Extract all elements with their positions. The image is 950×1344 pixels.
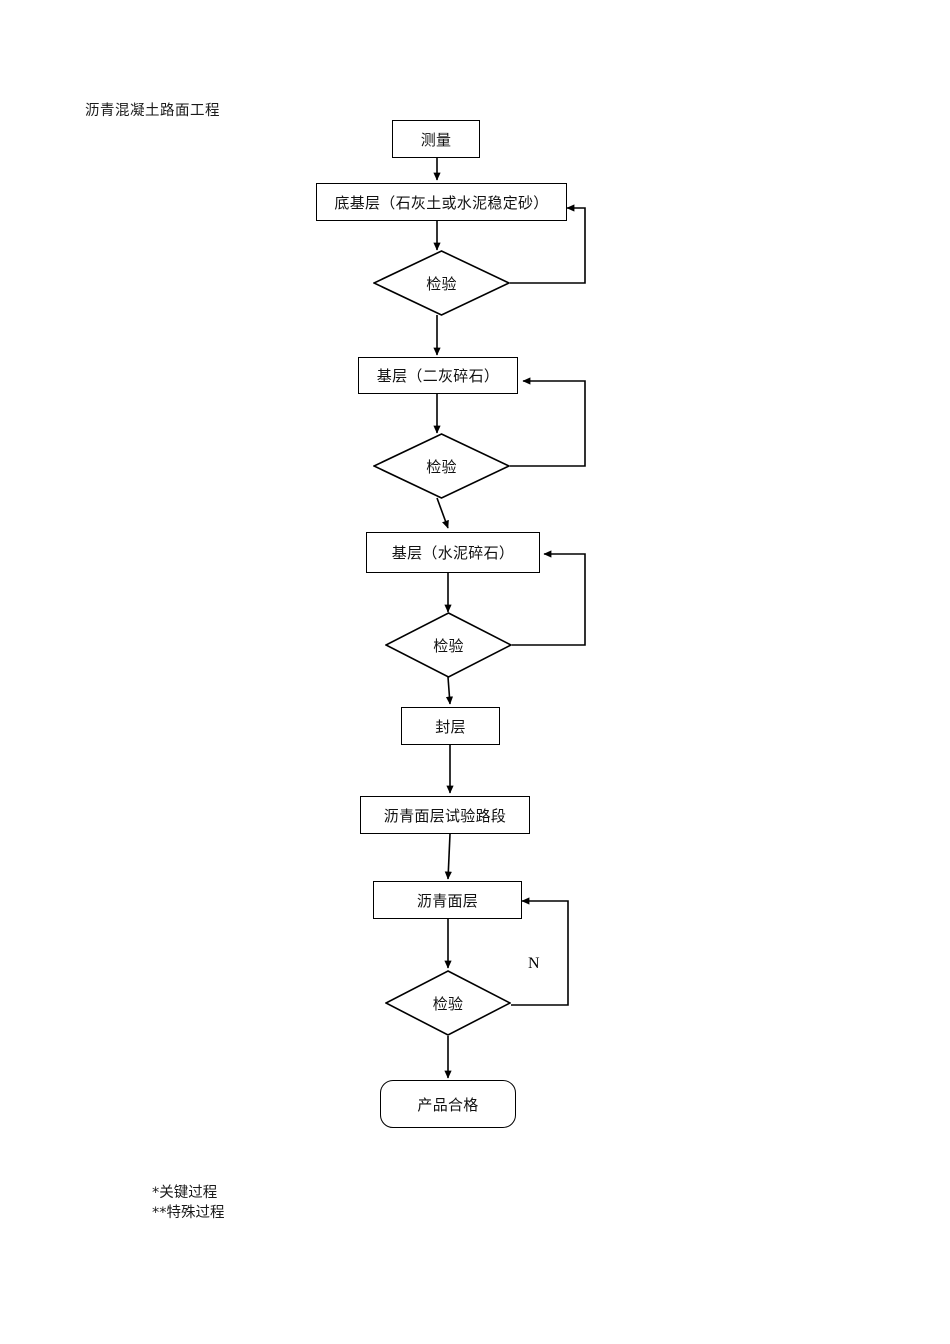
node-seal-coat-label: 封层 [435,717,466,736]
node-inspect-1[interactable]: 检验 [373,250,510,316]
node-inspect-3[interactable]: 检验 [385,612,512,678]
diamond-shape [373,250,510,316]
node-product-ok-label: 产品合格 [417,1095,479,1114]
node-inspect-4[interactable]: 检验 [385,970,511,1036]
node-product-ok[interactable]: 产品合格 [380,1080,516,1128]
page-title: 沥青混凝土路面工程 [85,103,220,119]
node-trial-section-label: 沥青面层试验路段 [383,806,507,825]
node-measure-label: 测量 [420,130,452,149]
node-inspect-1-label: 检验 [426,274,457,293]
node-asphalt-course[interactable]: 沥青面层 [373,881,522,919]
node-base-cement-label: 基层（水泥碎石） [391,544,515,562]
diamond-shape [373,433,510,499]
node-measure[interactable]: 测量 [392,120,480,158]
footnotes: *关键过程 **特殊过程 [152,1184,225,1223]
node-subbase[interactable]: 底基层（石灰土或水泥稳定砂） [316,183,567,221]
node-inspect-2[interactable]: 检验 [373,433,510,499]
edge-label-rework-n: N [528,955,540,972]
node-inspect-3-label: 检验 [433,636,464,655]
footnote-key-process: *关键过程 [152,1185,218,1201]
node-base-cement[interactable]: 基层（水泥碎石） [366,532,540,573]
node-inspect-4-label: 检验 [432,994,464,1013]
diamond-shape [385,970,511,1036]
footnote-special-process: **特殊过程 [152,1204,225,1221]
node-subbase-label: 底基层（石灰土或水泥稳定砂） [334,193,549,212]
node-asphalt-course-label: 沥青面层 [416,891,479,910]
node-base-lime-label: 基层（二灰碎石） [376,367,500,385]
node-trial-section[interactable]: 沥青面层试验路段 [360,796,530,834]
diamond-shape [385,612,512,678]
node-seal-coat[interactable]: 封层 [401,707,500,745]
node-inspect-2-label: 检验 [426,457,457,476]
node-base-lime[interactable]: 基层（二灰碎石） [358,357,518,394]
